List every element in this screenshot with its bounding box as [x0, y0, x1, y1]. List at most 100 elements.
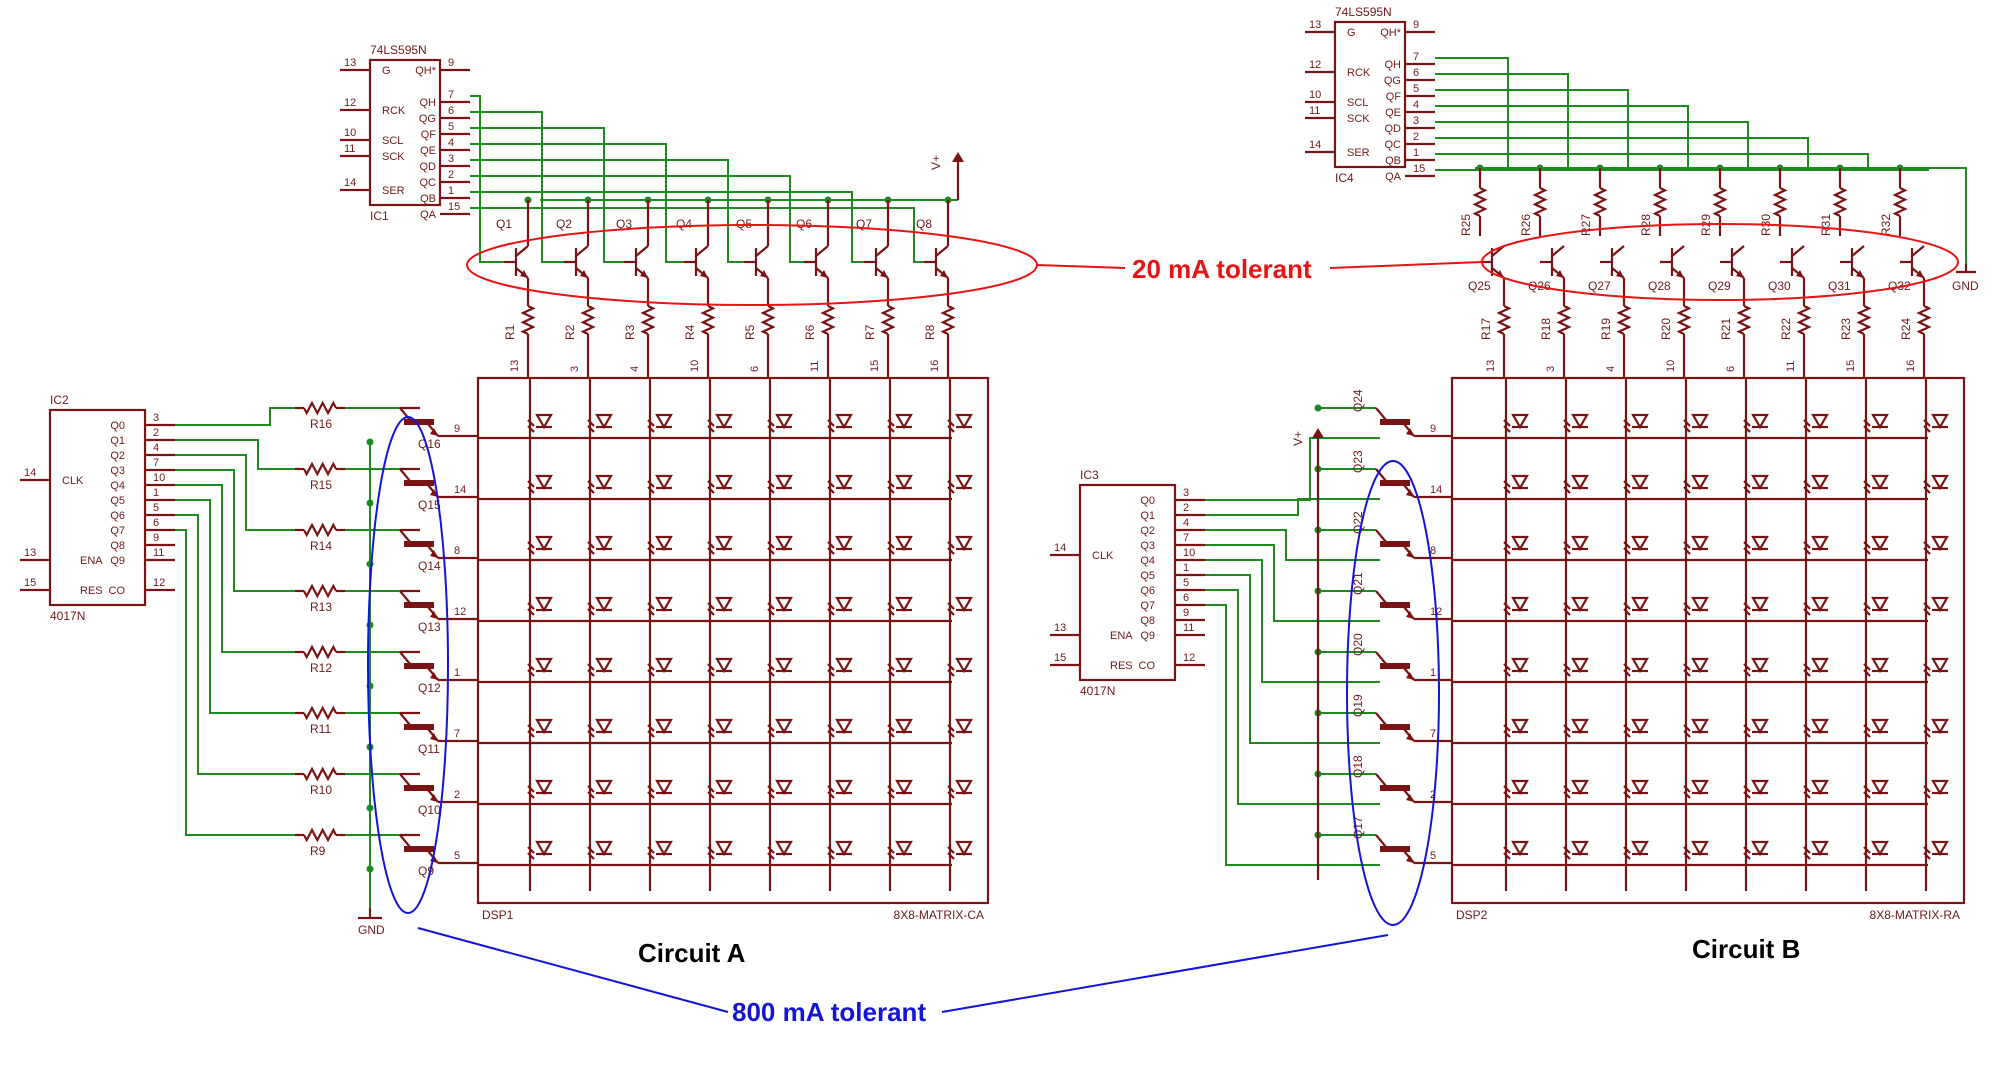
row-pin-num: 14: [454, 484, 466, 496]
column-transistor-arrow: [700, 270, 708, 278]
led-ray: [767, 785, 775, 793]
column-pin-num: 10: [689, 360, 701, 372]
led-body: [895, 657, 913, 674]
led-ray: [1863, 425, 1871, 433]
led-ray: [1503, 608, 1511, 616]
led-ray: [1803, 602, 1811, 610]
counter-name: 4017N: [1080, 684, 1115, 698]
led-ray: [1863, 547, 1871, 555]
led-ray: [1563, 791, 1571, 799]
led-ray: [707, 669, 715, 677]
row-transistor-base-bar: [1380, 724, 1410, 730]
shift-register-pin-num: 15: [1413, 163, 1425, 175]
led-ray: [587, 486, 595, 494]
led-body: [535, 657, 553, 674]
vplus-b-label: V+: [1291, 431, 1305, 446]
row-pin-num: 12: [454, 606, 466, 618]
led-body: [1931, 657, 1949, 674]
pullup-resistor: [1532, 187, 1548, 217]
row-transistor-label: Q24: [1351, 389, 1365, 412]
counter-pin-name: CLK: [1092, 550, 1114, 562]
led-ray: [1683, 846, 1691, 854]
pullup-resistor-label: R27: [1579, 214, 1593, 236]
led-ray: [1683, 663, 1691, 671]
column-resistor: [1556, 305, 1572, 335]
led-ray: [1863, 419, 1871, 427]
led-ray: [1623, 602, 1631, 610]
led-body: [955, 657, 973, 674]
led-body: [1691, 413, 1709, 430]
led-ray: [827, 846, 835, 854]
row-pin-num: 9: [1430, 423, 1436, 435]
column-resistor: [1916, 305, 1932, 335]
counter-pin-num: 4: [1183, 517, 1189, 529]
wire-counter-to-base: [1205, 589, 1380, 805]
led-ray: [1923, 547, 1931, 555]
led-body: [1811, 779, 1829, 796]
row-transistor-collector: [399, 651, 411, 665]
column-resistor-label: R4: [683, 324, 697, 340]
led-ray: [527, 724, 535, 732]
shift-register-pin-num: 5: [448, 121, 454, 133]
column-transistor-label: Q29: [1708, 279, 1731, 293]
led-ray: [1743, 852, 1751, 860]
led-ray: [1803, 480, 1811, 488]
led-ray: [1563, 425, 1571, 433]
led-ray: [1803, 669, 1811, 677]
column-pin-num: 15: [1845, 360, 1857, 372]
led-body: [1631, 779, 1649, 796]
column-resistor-label: R2: [563, 324, 577, 340]
led-ray: [1743, 480, 1751, 488]
led-ray: [887, 791, 895, 799]
led-ray: [1743, 425, 1751, 433]
vplus-label: V+: [929, 155, 943, 170]
counter-body: [48, 408, 147, 607]
row-transistor-base-bar: [1380, 785, 1410, 791]
row-resistor: [303, 461, 337, 477]
shift-register-pin-name: QE: [1385, 107, 1401, 119]
led-ray: [947, 663, 955, 671]
led-ray: [587, 425, 595, 433]
counter-pin-name: RES: [80, 585, 103, 597]
led-ray: [1923, 663, 1931, 671]
counter-ref: IC2: [50, 393, 69, 407]
led-ray: [1923, 419, 1931, 427]
led-ray: [1683, 785, 1691, 793]
led-ray: [947, 724, 955, 732]
led-ray: [1563, 846, 1571, 854]
row-transistor-label: Q19: [1351, 694, 1365, 717]
led-ray: [527, 608, 535, 616]
led-ray: [707, 425, 715, 433]
column-transistor-label: Q6: [796, 217, 812, 231]
led-ray: [1623, 852, 1631, 860]
led-ray: [1803, 608, 1811, 616]
row-resistor-label: R15: [310, 478, 332, 492]
column-resistor: [820, 305, 836, 335]
led-ray: [1923, 852, 1931, 860]
led-ray: [647, 419, 655, 427]
led-body: [715, 535, 733, 552]
led-body: [535, 474, 553, 491]
wire-shift-to-collector: [1435, 121, 1749, 168]
led-body: [1811, 840, 1829, 857]
row-transistor-arrow: [1406, 672, 1414, 680]
led-ray: [1623, 419, 1631, 427]
led-ray: [1923, 425, 1931, 433]
led-ray: [1623, 608, 1631, 616]
led-ray: [1683, 852, 1691, 860]
shift-register-body: [368, 58, 442, 207]
led-body: [1571, 535, 1589, 552]
annotation-line-a-top: [1036, 264, 1126, 269]
led-ray: [1803, 846, 1811, 854]
led-ray: [827, 602, 835, 610]
led-ray: [1743, 419, 1751, 427]
row-transistor-base-bar: [404, 541, 434, 547]
wire-counter-to-res: [175, 454, 295, 531]
row-resistor: [303, 827, 337, 843]
led-ray: [1923, 846, 1931, 854]
led-ray: [647, 486, 655, 494]
led-body: [1871, 657, 1889, 674]
column-resistor-label: R1: [503, 324, 517, 340]
led-body: [1871, 779, 1889, 796]
